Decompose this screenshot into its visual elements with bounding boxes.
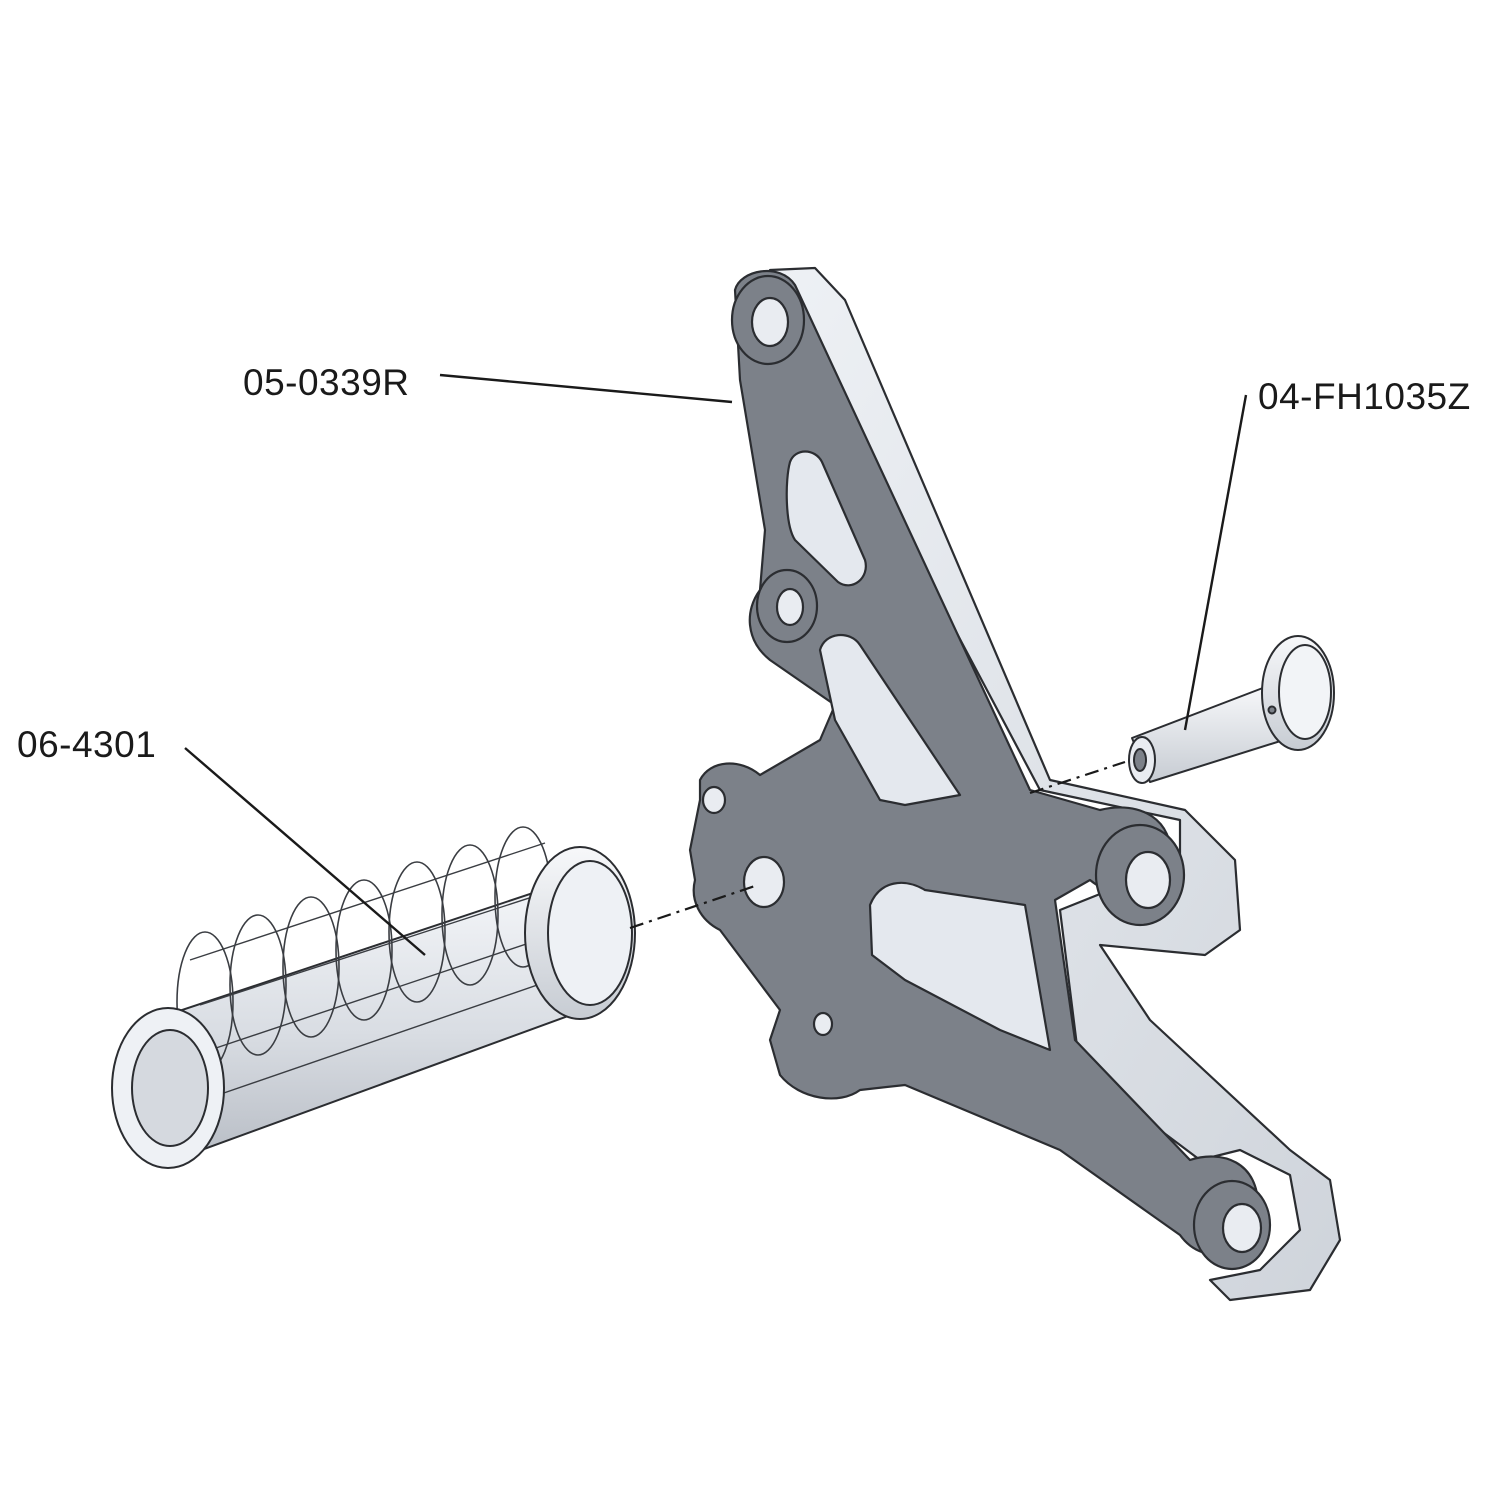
bracket-mid-hole [775, 587, 805, 627]
assembly-axis-lines [629, 760, 1126, 930]
bracket-lower-hole [1221, 1202, 1263, 1254]
bracket-upper-slot [785, 450, 867, 587]
bracket-peg-hole [742, 855, 786, 909]
bracket-middle-window [818, 634, 962, 807]
peg-grip-rings [176, 826, 552, 1073]
footpeg-part-label: 06-4301 [17, 724, 157, 765]
rearset-bracket [688, 266, 1342, 1302]
peg-leader-line [184, 747, 426, 956]
bracket-small-hole [701, 785, 727, 815]
peg-open-end-bore [131, 1029, 209, 1147]
peg-collar-face [547, 860, 633, 1006]
bracket-lower-window [868, 881, 1052, 1052]
pin-head-face [1278, 644, 1332, 740]
peg-axis-line [629, 884, 756, 930]
peg-grip-grooves [189, 842, 576, 1096]
bracket-top-hole [750, 296, 790, 348]
pin-cross-hole [1267, 705, 1277, 715]
bracket-pivot-hole [1124, 850, 1172, 910]
leader-lines [184, 373, 1248, 956]
bracket-bolt-hole [812, 1011, 834, 1037]
bracket-leader-line [439, 373, 733, 404]
pin-shank-end-face [1133, 748, 1147, 772]
footpeg [111, 826, 636, 1169]
pin-part-label: 04-FH1035Z [1258, 376, 1471, 417]
pin-leader-line [1183, 394, 1248, 731]
mounting-pin [1128, 635, 1335, 784]
pin-axis-line [1029, 760, 1126, 795]
bracket-part-label: 05-0339R [243, 362, 410, 403]
